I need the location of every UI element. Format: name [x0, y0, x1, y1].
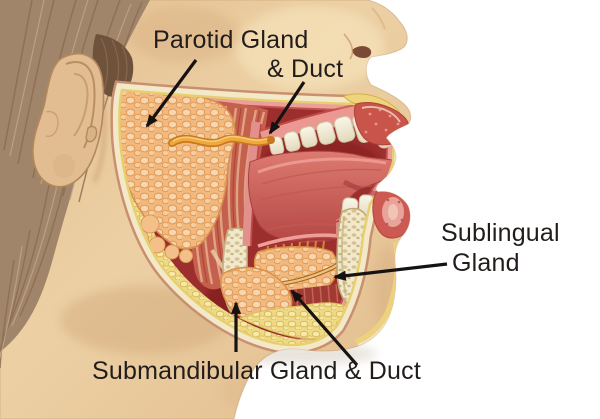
arrow-submandibular-duct: [290, 289, 359, 367]
ear: [32, 53, 107, 188]
parotid-gland-shape: [119, 90, 236, 263]
arrow-parotid-gland: [145, 59, 198, 128]
cutaway-section: [110, 80, 404, 354]
label-parotid-gland: Parotid Gland: [153, 26, 309, 54]
label-sublingual-line1: Sublingual: [441, 219, 560, 247]
label-sublingual-line2: Gland: [452, 249, 520, 277]
annotation-arrows: [145, 59, 448, 367]
arrow-sublingual-gland: [333, 262, 448, 281]
parotid-duct-shape: [168, 134, 275, 147]
nose: [343, 33, 372, 60]
arrow-parotid-duct: [268, 81, 306, 135]
label-parotid-duct: & Duct: [267, 55, 344, 83]
nose-crease: [343, 33, 354, 60]
ear-tragus: [85, 125, 98, 143]
nostril: [352, 46, 372, 58]
label-submandibular: Submandibular Gland & Duct: [92, 357, 421, 385]
